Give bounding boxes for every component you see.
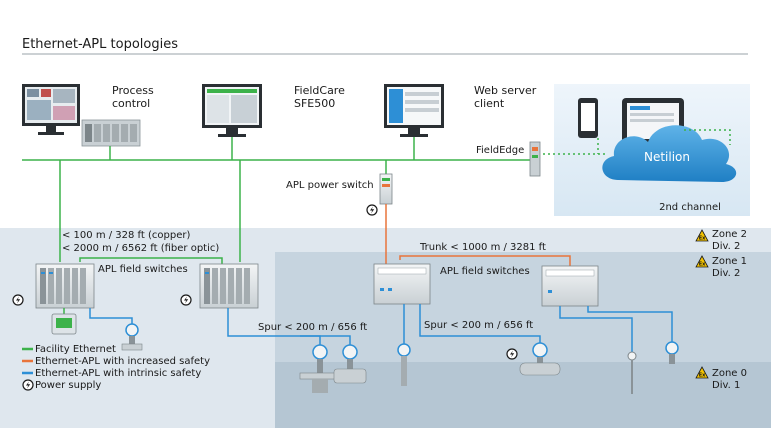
- fieldedge-label: FieldEdge: [476, 145, 524, 156]
- web-server-label-2: client: [474, 97, 505, 110]
- left-switch-power-icon-2: [180, 294, 192, 306]
- fieldcare-label-1: FieldCare: [294, 84, 345, 97]
- legend-label-power: Power supply: [35, 380, 101, 391]
- power-switch-power-icon: [366, 204, 378, 216]
- switch-interconnect: [79, 257, 223, 264]
- right-spur-label: Spur < 200 m / 656 ft: [424, 320, 533, 331]
- flow-meter-2: [519, 342, 561, 376]
- trunk-label: Trunk < 1000 m / 3281 ft: [419, 242, 546, 253]
- tablet-link: [684, 129, 731, 145]
- right-spur-line: [419, 304, 541, 344]
- temperature-probe: [627, 351, 637, 394]
- fieldcare-workstation: [202, 84, 262, 137]
- apl-field-switch-right-1: [373, 263, 431, 305]
- flow-meter-1: [333, 344, 367, 384]
- second-channel-label: 2nd channel: [659, 202, 721, 213]
- legend-label-facility: Facility Ethernet: [35, 344, 116, 355]
- zone-1-division: Div. 2: [712, 268, 740, 279]
- process-control-label-1: Process: [112, 84, 154, 97]
- zone-2-division: Div. 2: [712, 241, 740, 252]
- fieldedge-device: [529, 141, 541, 177]
- legend-label-increased: Ethernet-APL with increased safety: [35, 356, 210, 367]
- apl-field-switch-right-2: [541, 265, 599, 307]
- page-title: Ethernet-APL topologies: [22, 37, 178, 52]
- pressure-transmitter-1: [299, 344, 341, 393]
- left-switch-power-icon-1: [12, 294, 24, 306]
- copper-distance-label: < 100 m / 328 ft (copper): [62, 230, 190, 241]
- legend-label-intrinsic: Ethernet-APL with intrinsic safety: [35, 368, 201, 379]
- flow-transmitter-left: [121, 323, 143, 351]
- zone-1-label: Zone 1: [712, 256, 747, 267]
- netilion-label: Netilion: [644, 150, 690, 164]
- web-server-label-1: Web server: [474, 84, 537, 97]
- right-spur-to-probe: [559, 306, 633, 354]
- legend: Facility Ethernet Ethernet-APL with incr…: [22, 344, 210, 391]
- apl-field-switches-right-label: APL field switches: [440, 266, 530, 277]
- zone-0-division: Div. 1: [712, 380, 740, 391]
- left-spur-branch: [300, 335, 351, 346]
- right-device-power-icon: [506, 348, 518, 360]
- web-server-workstation: [384, 84, 444, 137]
- apl-field-switch-left-1: [35, 263, 95, 309]
- apl-field-switch-left-2: [199, 263, 259, 309]
- process-control-label-2: control: [112, 97, 150, 110]
- zone-2-label: Zone 2: [712, 229, 747, 240]
- pressure-transmitter-2: [665, 341, 679, 364]
- process-control-workstation: [22, 84, 80, 135]
- tablet-icon: [622, 98, 684, 144]
- trunk-line: [399, 255, 571, 270]
- apl-power-switch: [379, 173, 393, 205]
- field-display-device: [51, 313, 77, 335]
- apl-field-switches-left-label: APL field switches: [98, 264, 188, 275]
- zone-0-label: Zone 0: [712, 368, 747, 379]
- right-spur-to-sensor: [587, 306, 673, 344]
- left-transmitter-link: [89, 308, 133, 326]
- fieldcare-label-2: SFE500: [294, 97, 335, 110]
- fiber-distance-label: < 2000 m / 6562 ft (fiber optic): [62, 243, 219, 254]
- cloud-icon: [602, 125, 737, 182]
- left-spur-line: [227, 308, 321, 346]
- apl-power-switch-label: APL power switch: [286, 180, 374, 191]
- left-spur-label: Spur < 200 m / 656 ft: [258, 322, 367, 333]
- level-sensor: [397, 343, 411, 386]
- phone-icon: [578, 98, 598, 138]
- legend-lightning-icon: [22, 379, 34, 391]
- plc-rack: [81, 119, 141, 147]
